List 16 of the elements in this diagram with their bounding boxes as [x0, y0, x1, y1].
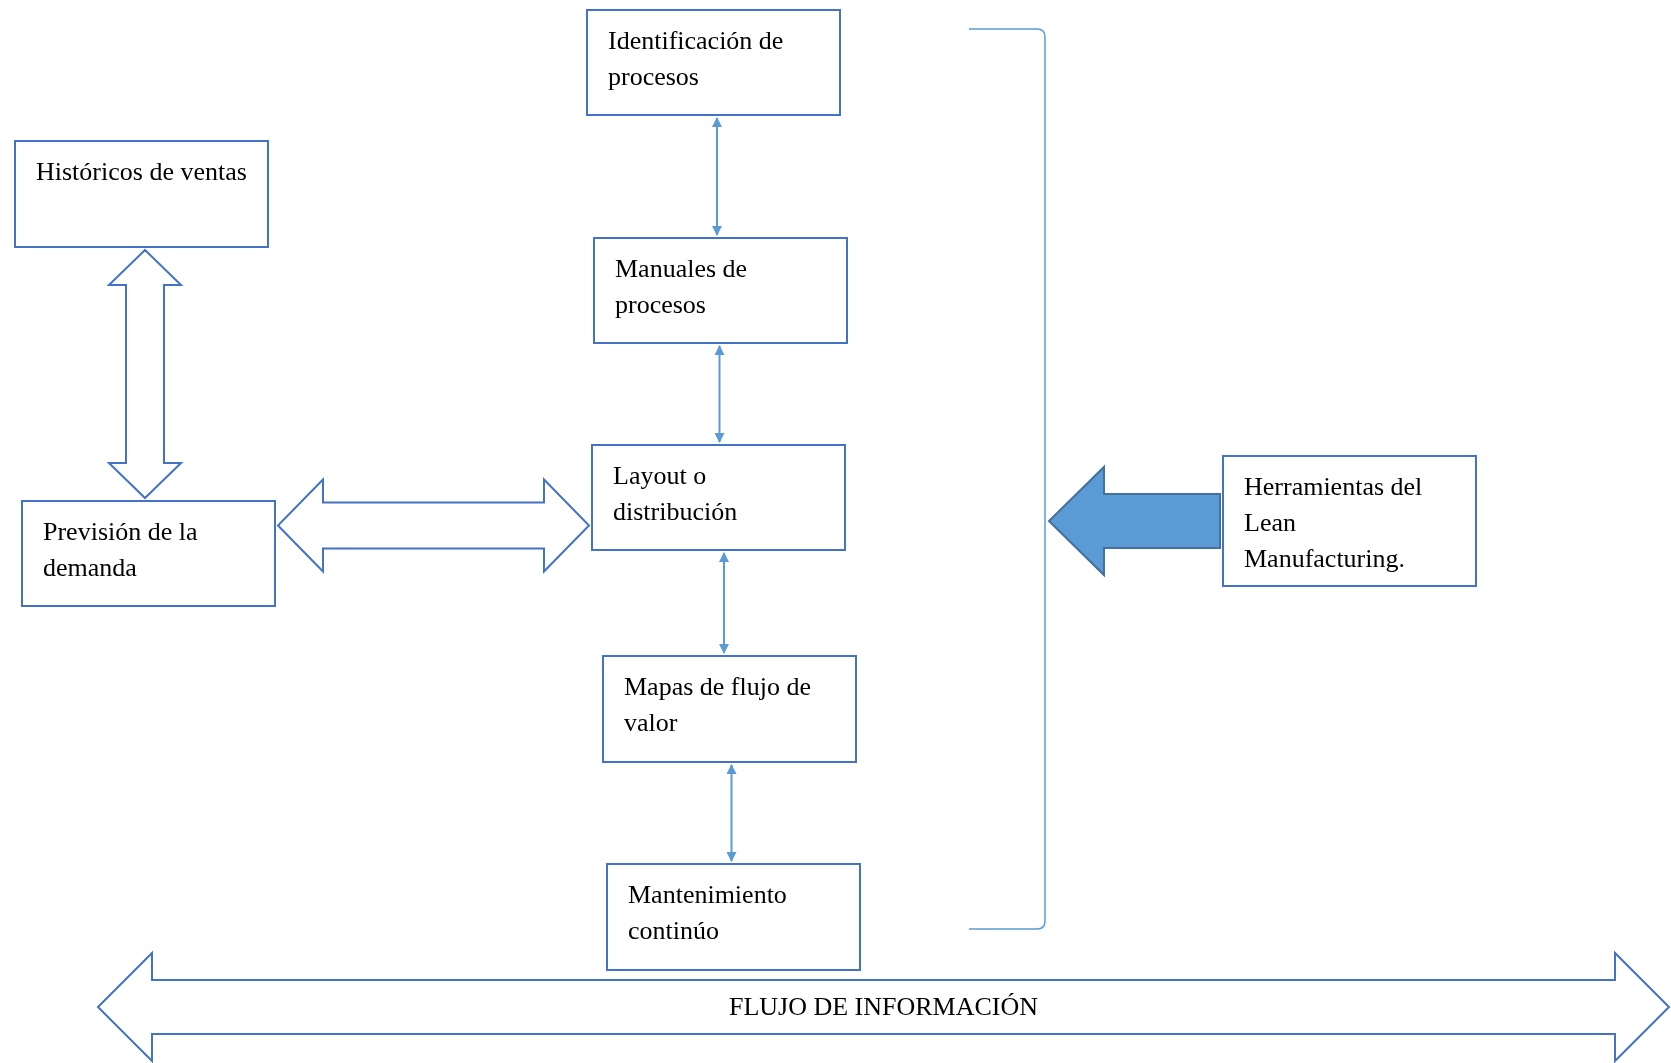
- process-box: Herramientas del Lean Manufacturing.: [1222, 455, 1477, 587]
- band-label: FLUJO DE INFORMACIÓN: [727, 992, 1040, 1022]
- process-box: Identificación de procesos: [586, 9, 841, 116]
- process-box: Mapas de flujo de valor: [602, 655, 857, 763]
- arrow: [719, 552, 729, 654]
- arrow: [712, 117, 722, 236]
- double-arrow: [276, 477, 591, 574]
- arrow: [726, 764, 737, 862]
- arrow: [714, 345, 725, 443]
- process-box: Manuales de procesos: [593, 237, 848, 344]
- process-box: Layout o distribución: [591, 444, 846, 551]
- double-arrow: [106, 248, 184, 500]
- process-box: Mantenimiento continúo: [606, 863, 861, 971]
- process-box: Históricos de ventas: [14, 140, 269, 248]
- process-box: Previsión de la demanda: [21, 500, 276, 607]
- block-arrow: [1047, 464, 1221, 578]
